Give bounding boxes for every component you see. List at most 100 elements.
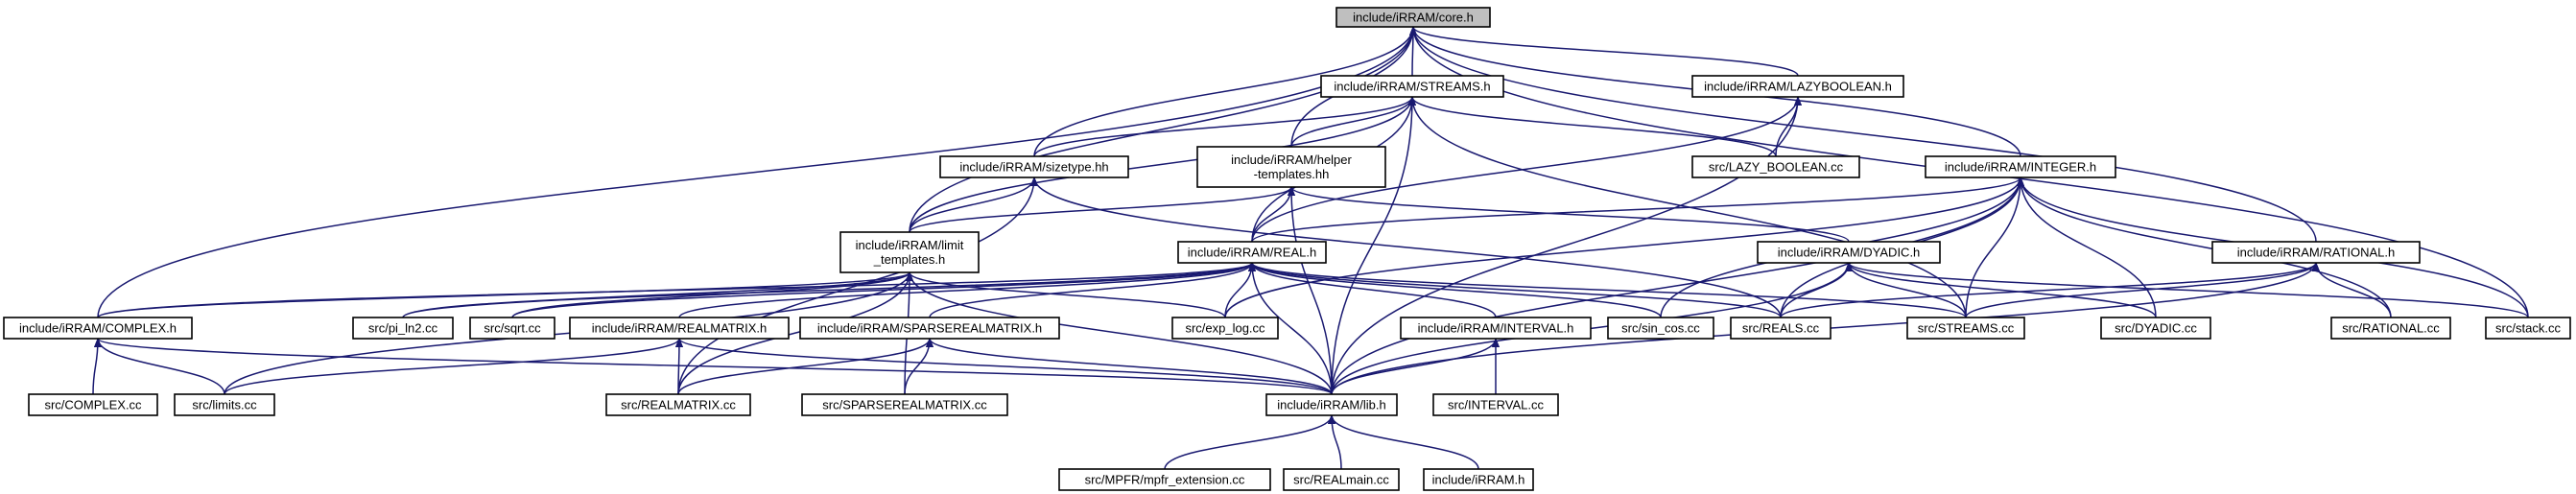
edge-dyadic_h-to-helper [1288,186,1850,243]
edge-lib-to-integer_h [1331,176,2024,395]
node-label-pi_ln2: src/pi_ln2.cc [368,321,438,336]
node-box-real_h [1177,241,1327,264]
edge-lazy_boolean_cc-to-streams_h [1408,96,1777,157]
node-realmatrix_h[interactable]: include/iRRAM/REALMATRIX.h [569,317,790,340]
node-label-realmatrix_cc: src/REALMATRIX.cc [621,398,736,412]
node-label-rational_cc: src/RATIONAL.cc [2342,321,2440,336]
edge-limit-to-core [909,26,1417,233]
edge-mpfr-to-lib [1164,414,1335,470]
node-pi_ln2[interactable]: src/pi_ln2.cc [352,317,454,340]
node-label-dyadic_h: include/iRRAM/DYADIC.h [1778,246,1921,260]
node-box-core [1335,7,1491,28]
edge-sparse_cc-to-sparse_h [904,338,934,395]
node-box-realmain [1283,468,1400,491]
node-core[interactable]: include/iRRAM/core.h [1335,7,1491,28]
node-label-sparse_cc: src/SPARSEREALMATRIX.cc [822,398,987,412]
node-box-interval_h [1400,317,1592,340]
node-box-interval_cc [1432,393,1559,416]
edge-lib-to-sparse_h [926,338,1333,395]
node-label-realmatrix_h: include/iRRAM/REALMATRIX.h [592,321,768,336]
node-box-rational_cc [2330,317,2451,340]
edge-lib-to-helper [1288,186,1333,395]
node-dyadic_cc[interactable]: src/DYADIC.cc [2100,317,2211,340]
node-label-lib: include/iRRAM/lib.h [1277,398,1385,412]
node-realmatrix_cc[interactable]: src/REALMATRIX.cc [605,393,751,416]
node-box-lazy_boolean_cc [1691,155,1860,178]
node-complex_cc[interactable]: src/COMPLEX.cc [28,393,158,416]
node-limit[interactable]: include/iRRAM/limit_templates.h [839,231,980,273]
edge-sqrt-to-limit [511,271,913,318]
edge-realmatrix_h-to-real_h [678,262,1256,318]
node-sin_cos[interactable]: src/sin_cos.cc [1607,317,1714,340]
edge-lib-to-realmatrix_h [675,338,1333,395]
node-interval_h[interactable]: include/iRRAM/INTERVAL.h [1400,317,1592,340]
node-sparse_h[interactable]: include/iRRAM/SPARSEREALMATRIX.h [799,317,1060,340]
node-rational_h[interactable]: include/iRRAM/RATIONAL.h [2211,241,2421,264]
edge-dyadic_cc-to-integer_h [2017,176,2157,318]
node-box-pi_ln2 [352,317,454,340]
edges-layer [92,26,2529,470]
node-box-lazyboolean_h [1691,75,1904,98]
node-irram_h[interactable]: include/iRRAM.h [1423,468,1534,491]
node-sparse_cc[interactable]: src/SPARSEREALMATRIX.cc [801,393,1008,416]
node-limits_cc[interactable]: src/limits.cc [174,393,275,416]
node-label-sin_cos: src/sin_cos.cc [1621,321,1700,336]
node-lib[interactable]: include/iRRAM/lib.h [1265,393,1398,416]
node-reals_cc[interactable]: src/REALS.cc [1730,317,1832,340]
edge-lib-to-interval_h [1331,338,1500,395]
edge-limit-to-helper [909,186,1295,233]
node-real_h[interactable]: include/iRRAM/REAL.h [1177,241,1327,264]
node-box-realmatrix_cc [605,393,751,416]
edge-limit-to-streams_h [909,96,1416,233]
node-label-integer_h: include/iRRAM/INTEGER.h [1945,160,2096,175]
edge-reals_cc-to-real_h [1248,262,1782,318]
node-streams_cc[interactable]: src/STREAMS.cc [1906,317,2025,340]
node-sqrt[interactable]: src/sqrt.cc [469,317,555,340]
node-box-complex_cc [28,393,158,416]
node-dyadic_h[interactable]: include/iRRAM/DYADIC.h [1757,241,1941,264]
node-label-rational_h: include/iRRAM/RATIONAL.h [2237,246,2395,260]
node-label-real_h: include/iRRAM/REAL.h [1188,246,1316,260]
node-integer_h[interactable]: include/iRRAM/INTEGER.h [1925,155,2116,178]
edge-complex_cc-to-complex_h [92,338,102,395]
node-realmain[interactable]: src/REALmain.cc [1283,468,1400,491]
node-label-irram_h: include/iRRAM.h [1432,473,1525,487]
node-box-dyadic_h [1757,241,1941,264]
node-label-lazy_boolean_cc: src/LAZY_BOOLEAN.cc [1709,160,1844,175]
node-lazyboolean_h[interactable]: include/iRRAM/LAZYBOOLEAN.h [1691,75,1904,98]
node-box-streams_cc [1906,317,2025,340]
node-label-interval_h: include/iRRAM/INTERVAL.h [1418,321,1574,336]
node-label-core: include/iRRAM/core.h [1353,11,1474,25]
node-stack[interactable]: src/stack.cc [2485,317,2571,340]
edge-limits_cc-to-complex_h [94,338,225,395]
edge-limits_cc-to-realmatrix_h [224,338,683,395]
node-box-complex_h [3,317,193,340]
node-label-sparse_h: include/iRRAM/SPARSEREALMATRIX.h [817,321,1042,336]
edge-reals_cc-to-rational_h [1780,262,2320,318]
edge-exp_log-to-limit [906,271,1226,318]
node-complex_h[interactable]: include/iRRAM/COMPLEX.h [3,317,193,340]
node-rational_cc[interactable]: src/RATIONAL.cc [2330,317,2451,340]
edge-streams_cc-to-rational_h [1965,262,2320,318]
node-lazy_boolean_cc[interactable]: src/LAZY_BOOLEAN.cc [1691,155,1860,178]
node-label-complex_cc: src/COMPLEX.cc [44,398,142,412]
node-box-reals_cc [1730,317,1832,340]
edge-reals_cc-to-dyadic_h [1780,262,1853,318]
node-box-stack [2485,317,2571,340]
node-label-streams_h: include/iRRAM/STREAMS.h [1334,80,1490,94]
node-box-rational_h [2211,241,2421,264]
edge-limit-to-sizetype [909,176,1038,233]
node-sizetype[interactable]: include/iRRAM/sizetype.hh [939,155,1129,178]
edge-lazyboolean_h-to-core [1409,26,1799,77]
node-helper[interactable]: include/iRRAM/helper-templates.hh [1196,146,1386,188]
node-label-complex_h: include/iRRAM/COMPLEX.h [19,321,177,336]
edge-sizetype-to-streams_h [1033,96,1416,157]
node-interval_cc[interactable]: src/INTERVAL.cc [1432,393,1559,416]
node-exp_log[interactable]: src/exp_log.cc [1171,317,1279,340]
node-mpfr[interactable]: src/MPFR/mpfr_extension.cc [1058,468,1271,491]
edge-lib-to-streams_h [1331,96,1416,395]
node-streams_h[interactable]: include/iRRAM/STREAMS.h [1320,75,1504,98]
node-box-sqrt [469,317,555,340]
node-label-realmain: src/REALmain.cc [1293,473,1389,487]
